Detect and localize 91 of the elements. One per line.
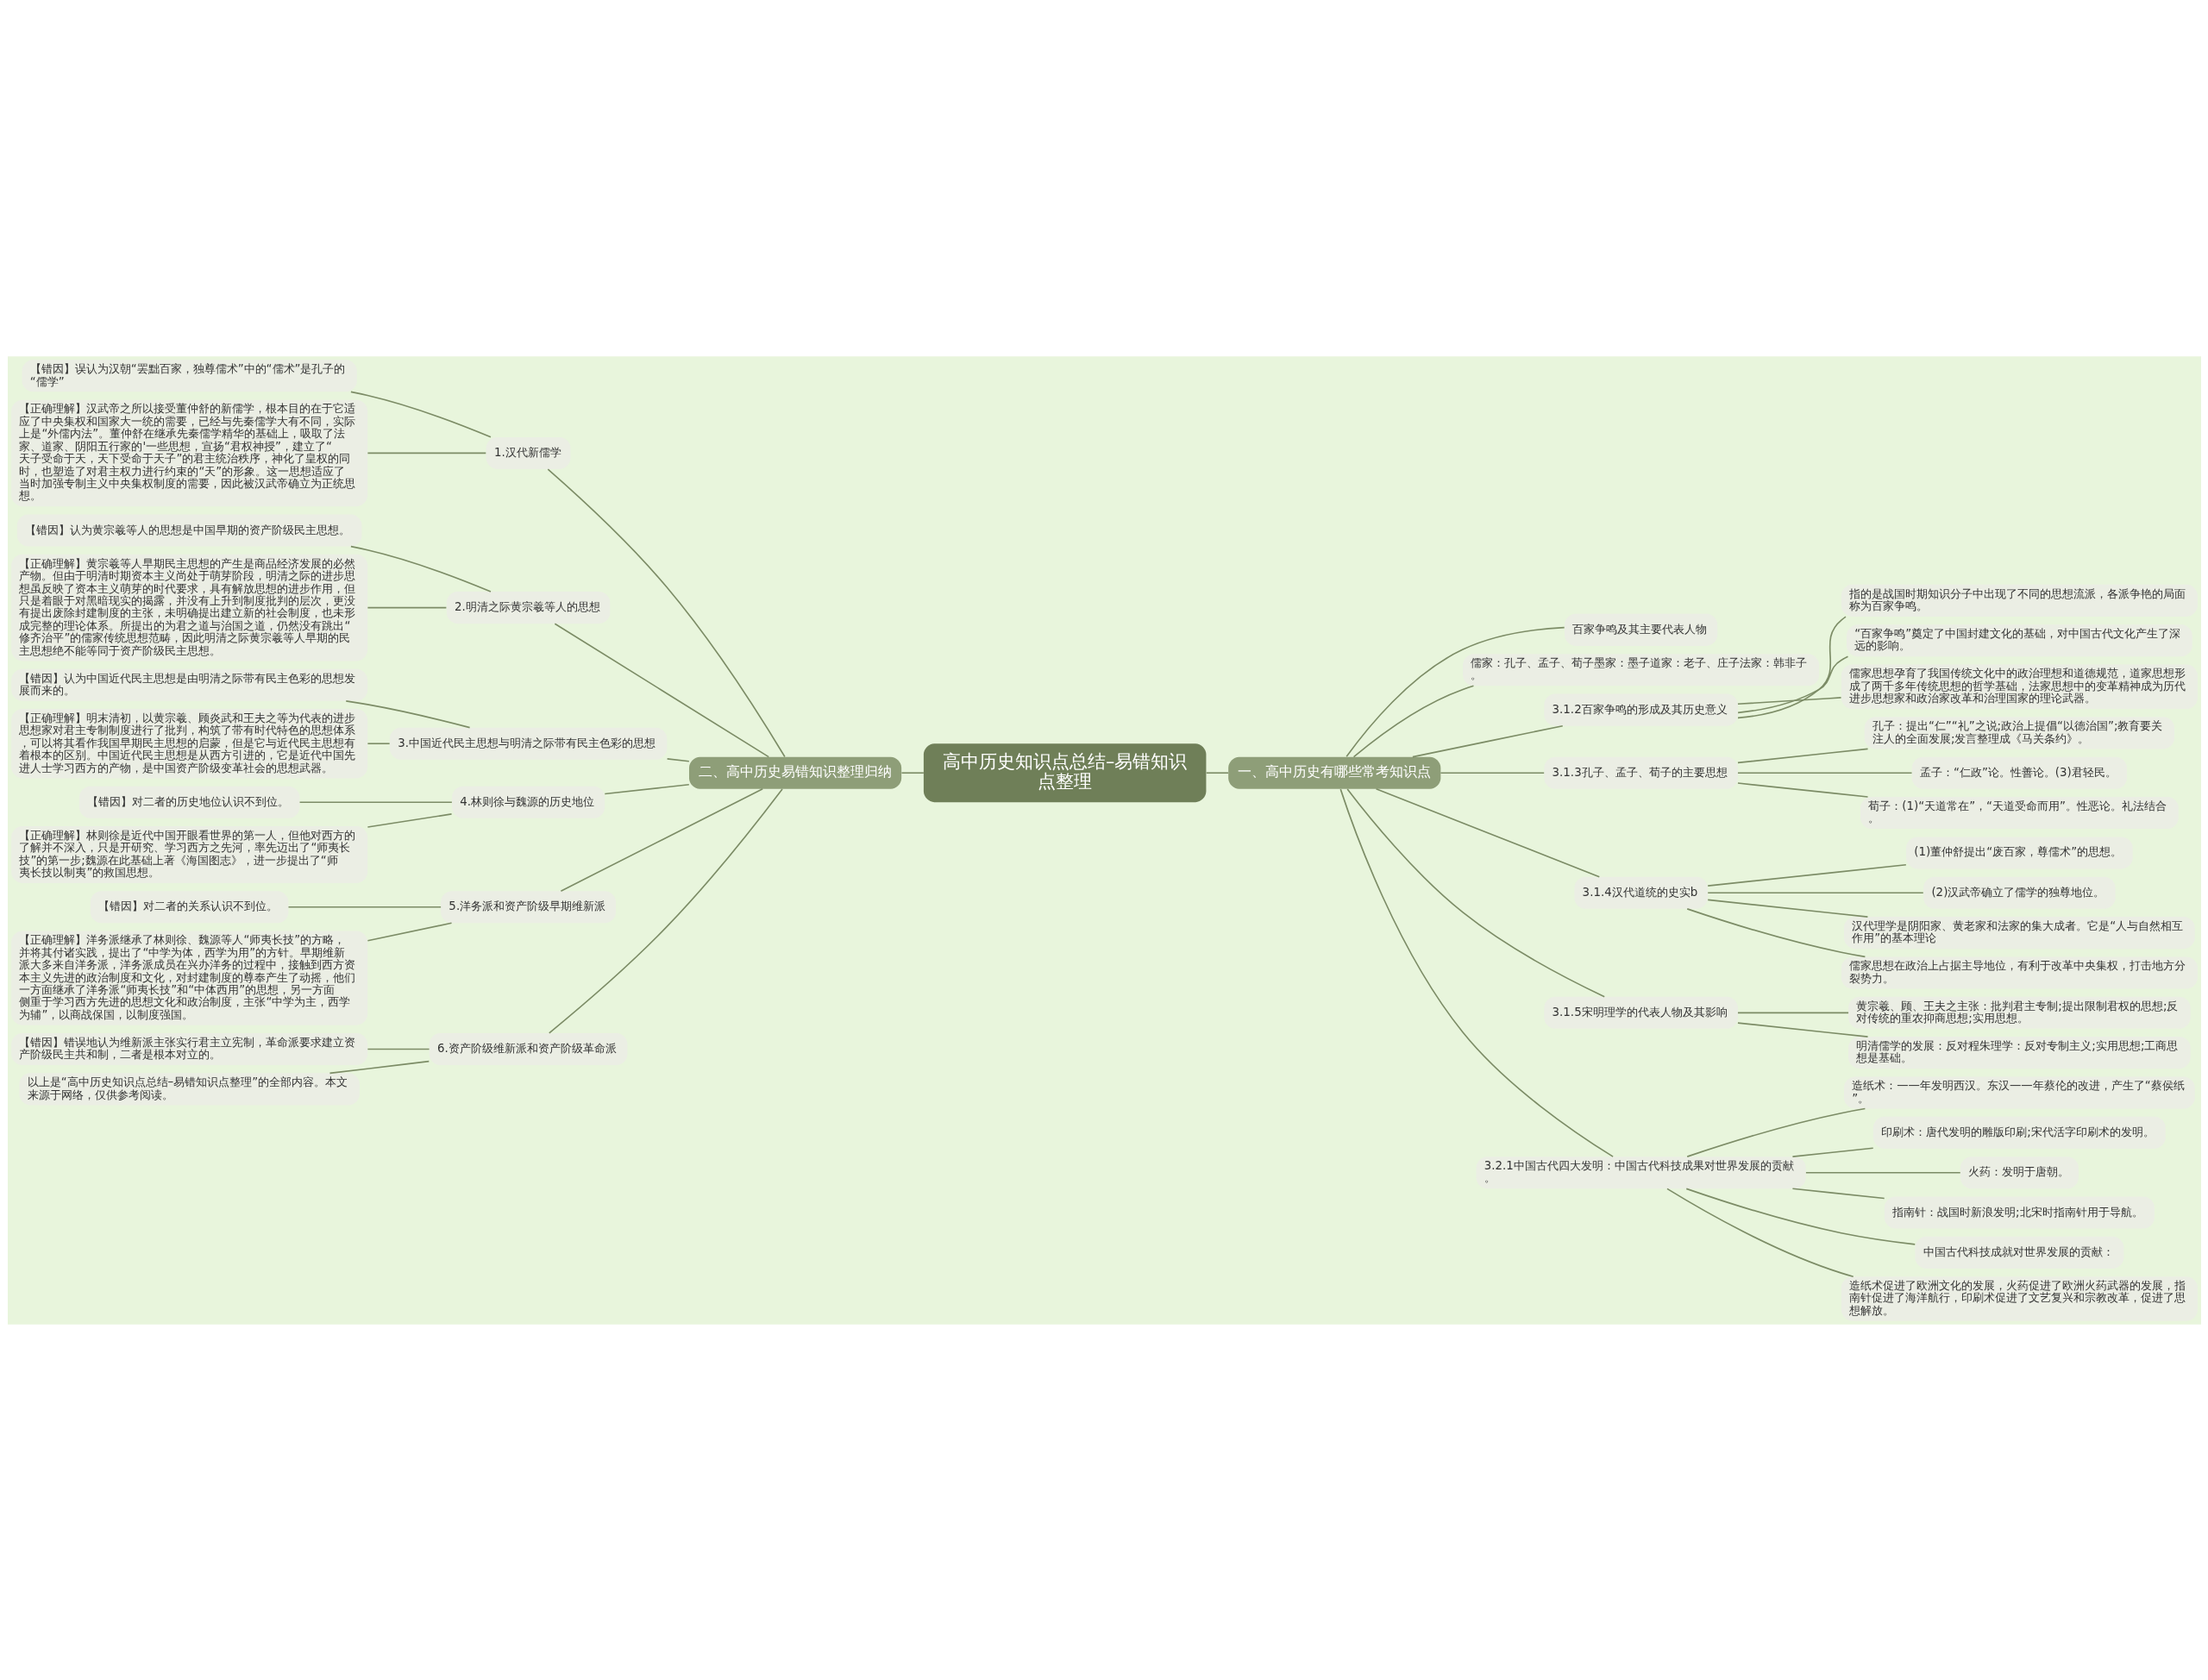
- node-box: 中国古代科技成就对世界发展的贡献：: [1914, 1236, 2123, 1269]
- connector: [1736, 655, 1848, 713]
- node-box: (1)董仲舒提出“废百家，尊儒术”的思想。: [1905, 836, 2133, 868]
- node-box: 【正确理解】汉武帝之所以接受董仲舒的新儒学，根本目的在于它适应了中央集权和国家大一统的需要，已经与先秦儒学大有不同，实际上是“外儒内法”。董仲舒在继承先秦儒学精华的基础上，吸取了法家、道家、阴阳五行家的'一些思想，宣扬“君权神授”，建立了“天子受命于天，天下受命于天子”的君主统治秩序，神化了皇权的同时，也塑造了对君主权力进行约束的“天”的形象。这一思想适应了当时加强专制主义中央集权制度的需要，因此被汉武帝确立为正统思想。: [10, 399, 367, 506]
- node-box: 【错因】对二者的关系认识不到位。: [90, 890, 288, 923]
- node-box: 黄宗羲、顾、王夫之主张：批判君主专制;提出限制君权的思想;反对传统的重农抑商思想;实用思想。: [1847, 996, 2191, 1029]
- connector: [1411, 724, 1564, 757]
- connector: [1375, 787, 1600, 877]
- connector: [1685, 1107, 1866, 1157]
- node-box: 以上是“高中历史知识点总结–易错知识点整理”的全部内容。本文来源于网络，仅供参考阅读。: [18, 1072, 360, 1105]
- connector: [349, 545, 492, 592]
- node-box: 儒家思想孕育了我国传统文化中的政治理想和道德规范，道家思想形成了两千多年传统思想的哲学基础，法家思想中的变革精神成为历代进步思想家和政治家改革和治理国家的理论武器。: [1841, 664, 2198, 709]
- node-box: 明清儒学的发展：反对程朱理学：反对专制主义;实用思想;工商思想是基础。: [1847, 1036, 2191, 1069]
- connector: [1706, 891, 1924, 893]
- connector: [547, 467, 786, 757]
- connector: [1736, 748, 1868, 763]
- connector: [1352, 684, 1474, 757]
- node-box: 3.2.1中国古代四大发明：中国古代科技成果对世界发展的贡献。: [1476, 1156, 1806, 1188]
- node-box: 5.洋务派和资产阶级早期维新派: [440, 890, 616, 923]
- node-box: 荀子：(1)“天道常在”，“天道受命而用”。性恶论。礼法结合。: [1860, 796, 2179, 829]
- connector: [1345, 626, 1565, 757]
- node-box: “百家争鸣”奠定了中国封建文化的基础，对中国古代文化产生了深远的影响。: [1846, 624, 2192, 656]
- connector: [1205, 771, 1229, 774]
- connector: [1339, 787, 1614, 1157]
- node-box: 6.资产阶级维新派和资产阶级革命派: [429, 1032, 627, 1065]
- node-box: 造纸术促进了欧洲文化的发展，火药促进了欧洲火药武器的发展，指南针促进了海洋航行，印刷术促进了文艺复兴和宗教改革，促进了思想解放。: [1841, 1276, 2198, 1321]
- node-box: 印刷术：唐代发明的雕版印刷;宋代活字印刷术的发明。: [1872, 1116, 2166, 1149]
- connector: [349, 391, 492, 438]
- node-box: 【错因】认为中国近代民主思想是由明清之际带有民主色彩的思想发展而来的。: [10, 668, 367, 701]
- connector: [1684, 1188, 1916, 1245]
- node-box: 造纸术：——年发明西汉。东汉——年蔡伦的改进，产生了“蔡侯纸”。: [1843, 1075, 2195, 1109]
- node-box: 儒家：孔子、孟子、荀子墨家：墨子道家：老子、庄子法家：韩非子。: [1462, 653, 1819, 686]
- node-box: 孔子：提出“仁”“礼”之说;政治上提倡“以德治国”;教育要关注人的全面发展;发言整理成《马关条约》。: [1864, 716, 2174, 749]
- connector: [603, 783, 690, 794]
- connector: [367, 452, 486, 454]
- connector: [1736, 696, 1841, 705]
- node-box: 指南针：战国时新浪发明;北宋时指南针用于导航。: [1884, 1196, 2155, 1229]
- connector: [1736, 771, 1912, 774]
- node-box: 2.明清之际黄宗羲等人的思想: [446, 591, 610, 624]
- connector: [1791, 1187, 1885, 1199]
- node-box: 【正确理解】林则徐是近代中国开眼看世界的第一人，但他对西方的了解并不深入，只是开研究、学习西方之先河，率先迈出了“师夷长技”的第一步;魏源在此基础上著《海国图志》，进一步提出了“师夷长技以制夷”的救国思想。: [10, 825, 367, 883]
- node-box: 汉代理学是阴阳家、黄老家和法家的集大成者。它是“人与自然相互作用”的基本理论: [1843, 916, 2195, 949]
- node-box: 【正确理解】洋务派继承了林则徐、魏源等人“师夷长技”的方略，并将其付诸实践，提出了“中学为体，西学为用”的方针。早期维新派大多来自洋务派，洋务派成员在兴办洋务的过程中，接触到西方资本主义先进的政治制度和文化，对封建制度的尊奉产生了动摇，他们一方面继承了洋务派“师夷长技”和“中体西用”的思想，另一方面侧重于学习西方先进的思想文化和政治制度，主张“中学为主，西学为辅”，以商战保国，以制度强国。: [10, 931, 367, 1025]
- connector: [287, 906, 442, 908]
- node-box: 【错因】误认为汉朝“罢黜百家，独尊儒术”中的“儒术”是孔子的“儒学”: [22, 359, 357, 392]
- connector: [1706, 863, 1907, 887]
- node-box: 【正确理解】黄宗羲等人早期民主思想的产生是商品经济发展的必然产物。但由于明清时期资本主义尚处于萌芽阶段，明清之际的进步思想虽反映了资本主义萌芽的时代要求，具有解放思想的进步作用，但只是着眼于对黑暗现实的揭露，并没有上升到制度批判的层次，更没有提出废除封建制度的主张，未明确提出建立新的社会制度，也未形成完整的理论体系。所提出的为君之道与治国之道，仍然没有跳出“修齐治平”的儒家传统思想范畴，因此明清之际黄宗羲等人早期的民主思想绝不能等同于资产阶级民主思想。: [10, 554, 367, 661]
- connector: [1440, 771, 1545, 774]
- node-box: 高中历史知识点总结–易错知识点整理: [923, 743, 1206, 802]
- connector: [1736, 1012, 1849, 1013]
- connector: [367, 1048, 430, 1050]
- node-box: 一、高中历史有哪些常考知识点: [1227, 756, 1440, 789]
- node-box: (2)汉武帝确立了儒学的独尊地位。: [1923, 876, 2116, 909]
- node-box: 1.汉代新儒学: [486, 436, 570, 469]
- node-box: 儒家思想在政治上占据主导地位，有利于改革中央集权，打击地方分裂势力。: [1841, 956, 2198, 988]
- connector: [1736, 615, 1847, 718]
- connector: [344, 699, 470, 728]
- node-box: 火药：发明于唐朝。: [1960, 1156, 2079, 1188]
- node-box: 4.林则徐与魏源的历史地位: [451, 786, 605, 818]
- connector: [560, 787, 763, 892]
- node-box: 【错因】认为黄宗羲等人的思想是中国早期的资产阶级民主思想。: [16, 514, 361, 547]
- connector: [1706, 899, 1868, 918]
- node-box: 3.1.2百家争鸣的形成及其历史意义: [1543, 693, 1738, 726]
- node-box: 【正确理解】明末清初，以黄宗羲、顾炎武和王夫之等为代表的进步思想家对君主专制制度进行了批判，构筑了带有时代特色的思想体系，可以将其看作我国早期民主思想的启蒙，但是它与近代民主思想有着根本的区别。中国近代民主思想是从西方引进的，它是近代中国先进人士学习西方的产物，是中国资产阶级变革社会的思想武器。: [10, 708, 367, 778]
- connector: [1736, 1021, 1868, 1037]
- connector: [554, 622, 769, 757]
- node-box: 3.1.5宋明理学的代表人物及其影响: [1543, 996, 1738, 1029]
- connector: [1804, 1171, 1961, 1174]
- node-box: 百家争鸣及其主要代表人物: [1564, 613, 1717, 646]
- connector: [367, 606, 447, 608]
- node-box: 3.中国近代民主思想与明清之际带有民主色彩的思想: [389, 727, 667, 760]
- connector: [367, 921, 452, 942]
- connector: [367, 812, 452, 828]
- connector: [900, 771, 925, 774]
- node-box: 3.1.4汉代道统的史实b: [1573, 876, 1708, 909]
- node-box: 二、高中历史易错知识整理归纳: [688, 756, 901, 789]
- node-box: 【错因】错误地认为维新派主张实行君主立宪制，革命派要求建立资产阶级民主共和制，二者是根本对立的。: [10, 1032, 367, 1065]
- node-box: 3.1.3孔子、孟子、荀子的主要思想: [1543, 756, 1738, 789]
- connector: [666, 757, 690, 762]
- connector: [1736, 781, 1868, 798]
- connector: [298, 800, 453, 803]
- connector: [329, 1060, 430, 1074]
- node-box: 【错因】对二者的历史地位认识不到位。: [78, 786, 299, 818]
- node-box: 指的是战国时期知识分子中出现了不同的思想流派，各派争艳的局面称为百家争鸣。: [1841, 584, 2198, 617]
- connector: [1685, 907, 1866, 957]
- node-box: 孟子：“仁政”论。性善论。(3)君轻民。: [1911, 756, 2127, 789]
- connector: [1791, 1146, 1874, 1157]
- connector: [1346, 787, 1605, 997]
- connector: [1665, 1188, 1854, 1277]
- connector: [367, 742, 390, 744]
- connector: [548, 787, 783, 1034]
